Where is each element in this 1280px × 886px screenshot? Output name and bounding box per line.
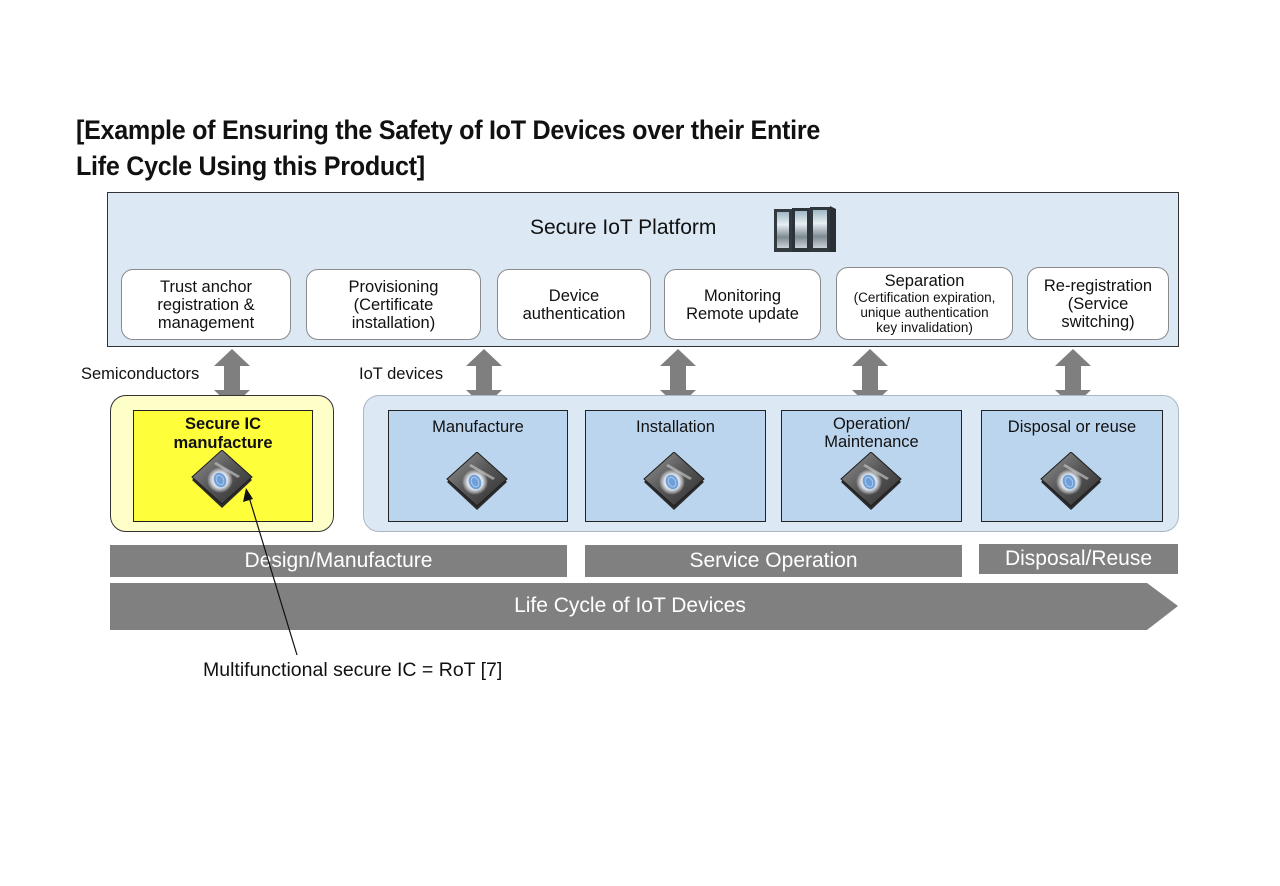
service-line: Provisioning — [348, 277, 439, 296]
service-line: installation) — [351, 313, 436, 332]
service-line: Remote update — [686, 304, 799, 323]
stage-operation-label: Operation/ Maintenance — [781, 415, 962, 451]
service-line: Device — [548, 286, 600, 305]
service-provisioning: Provisioning (Certificate installation) — [306, 269, 481, 340]
stage-installation-label: Installation — [585, 418, 766, 436]
service-line: (Certification expiration, — [853, 290, 996, 305]
double-arrow-icon — [660, 349, 696, 407]
service-line: registration & — [157, 295, 255, 314]
stage-label-line: Maintenance — [824, 433, 919, 451]
service-trust-anchor: Trust anchor registration & management — [121, 269, 291, 340]
label-iot-devices: IoT devices — [359, 365, 444, 383]
service-line: key invalidation) — [876, 320, 973, 335]
stage-label-line: Operation/ — [832, 415, 911, 433]
service-line: (Certificate — [353, 295, 434, 314]
service-heading: Separation — [884, 272, 965, 290]
double-arrow-icon — [1055, 349, 1091, 407]
service-line: management — [157, 313, 255, 332]
label-semiconductors: Semiconductors — [81, 365, 200, 383]
stage-label-line: Disposal or reuse — [1007, 418, 1137, 436]
stage-label-line: Secure IC — [184, 415, 262, 433]
server-rack-icon — [772, 204, 838, 254]
title-line-1: [Example of Ensuring the Safety of IoT D… — [76, 115, 821, 145]
service-line: unique authentication — [860, 305, 989, 320]
diagram-title: [Example of Ensuring the Safety of IoT D… — [76, 112, 820, 184]
phase-design-manufacture: Design/Manufacture — [110, 545, 567, 577]
title-line-2: Life Cycle Using this Product] — [76, 151, 425, 181]
platform-title: Secure IoT Platform — [530, 216, 717, 239]
service-line: Re-registration — [1043, 276, 1153, 295]
phase-service-operation: Service Operation — [585, 545, 962, 577]
stage-label-line: Manufacture — [432, 418, 524, 436]
phase-disposal-reuse: Disposal/Reuse — [979, 544, 1178, 574]
stage-label-line: Installation — [636, 418, 715, 436]
stage-label-line: manufacture — [173, 434, 273, 452]
service-line: switching) — [1061, 312, 1135, 331]
double-arrow-icon — [466, 349, 502, 407]
service-line: Monitoring — [703, 286, 782, 305]
service-line: (Service — [1067, 294, 1129, 313]
double-arrow-icon — [852, 349, 888, 407]
stage-manufacture-label: Manufacture — [388, 418, 568, 436]
service-monitoring: Monitoring Remote update — [664, 269, 821, 340]
service-separation: Separation (Certification expiration, un… — [836, 267, 1013, 340]
arrowhead-icon — [243, 488, 253, 502]
service-line: authentication — [522, 304, 626, 323]
lifecycle-label: Life Cycle of IoT Devices — [514, 594, 746, 617]
service-line: Trust anchor — [159, 277, 252, 296]
service-device-authentication: Device authentication — [497, 269, 651, 340]
annotation-text: Multifunctional secure IC = RoT [7] — [203, 659, 503, 681]
stage-secure-ic-label: Secure IC manufacture — [133, 415, 313, 453]
service-re-registration: Re-registration (Service switching) — [1027, 267, 1169, 340]
stage-disposal-label: Disposal or reuse — [981, 418, 1163, 436]
double-arrow-icon — [214, 349, 250, 407]
